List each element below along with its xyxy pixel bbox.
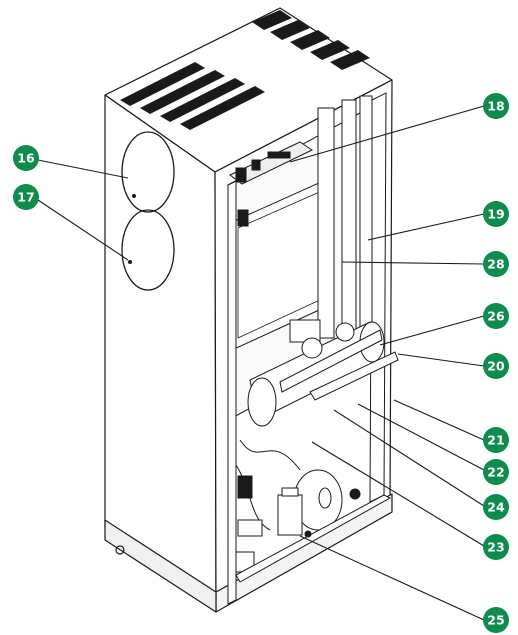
- callout-20: 20: [483, 353, 509, 379]
- leader-19: [367, 213, 485, 241]
- callout-23: 23: [483, 534, 509, 560]
- callout-24-label: 24: [487, 500, 505, 515]
- leader-16: [37, 159, 129, 179]
- callout-21-label: 21: [487, 433, 504, 448]
- callout-18-label: 18: [487, 99, 504, 114]
- callout-22: 22: [483, 459, 509, 485]
- leader-25: [299, 535, 485, 621]
- callout-badges: 16 17 18 19 28 26 20 21: [13, 93, 509, 633]
- leader-17: [37, 199, 129, 261]
- callout-19: 19: [483, 201, 509, 227]
- leader-21: [393, 399, 485, 441]
- callout-19-label: 19: [487, 207, 504, 222]
- pipe-a: [317, 107, 335, 339]
- leader-23: [311, 441, 485, 547]
- side-hatches: [121, 131, 175, 291]
- callout-25-label: 25: [487, 613, 504, 628]
- hatch-17: [121, 209, 175, 291]
- drip-tray: [309, 351, 399, 401]
- callout-22-label: 22: [487, 465, 504, 480]
- leader-lines: [37, 105, 485, 621]
- callout-17-label: 17: [17, 190, 34, 205]
- leader-24: [333, 409, 485, 507]
- pipe-b: [341, 99, 357, 337]
- callout-28-label: 28: [487, 257, 504, 272]
- callout-26-label: 26: [487, 309, 505, 324]
- hatch-16: [121, 131, 175, 213]
- pipe-c: [359, 95, 373, 337]
- leader-26: [379, 315, 485, 346]
- callout-26: 26: [483, 303, 509, 329]
- top-vent-grilles: [120, 10, 370, 130]
- leader-28: [341, 261, 485, 265]
- callout-24: 24: [483, 494, 509, 520]
- callout-18: 18: [483, 93, 509, 119]
- callout-17: 17: [13, 184, 39, 210]
- callout-28: 28: [483, 251, 509, 277]
- callout-16-label: 16: [17, 151, 35, 166]
- callout-25: 25: [483, 607, 509, 633]
- cabinet-base-left: [104, 519, 217, 613]
- leader-20: [397, 353, 485, 367]
- callout-16: 16: [13, 145, 39, 171]
- interior: [227, 92, 399, 605]
- leader-18: [289, 105, 485, 163]
- callout-21: 21: [483, 427, 509, 453]
- callout-20-label: 20: [487, 359, 505, 374]
- drain-port: [115, 545, 125, 555]
- callout-23-label: 23: [487, 540, 504, 555]
- leader-22: [357, 403, 485, 471]
